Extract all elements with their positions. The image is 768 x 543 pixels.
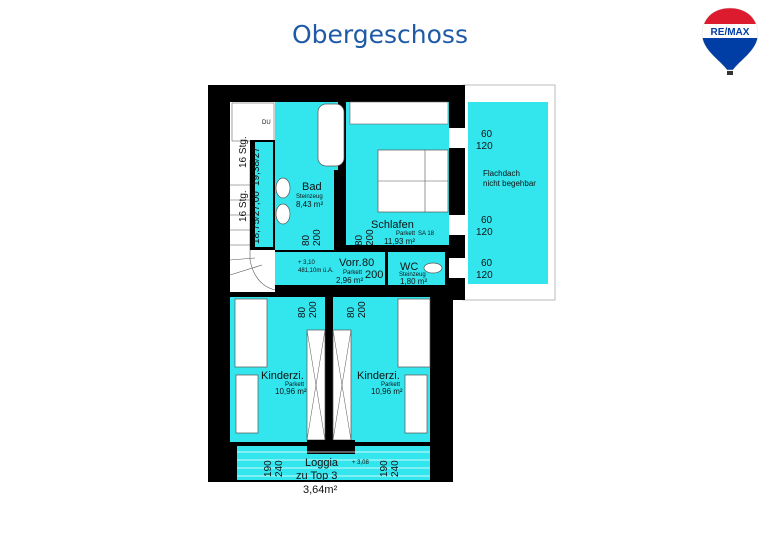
wardrobe — [349, 101, 449, 125]
svg-text:18,75/27,00: 18,75/27,00 — [251, 191, 262, 244]
svg-text:80: 80 — [362, 257, 374, 269]
desk — [235, 374, 259, 434]
svg-text:240: 240 — [390, 460, 401, 477]
svg-text:8,43 m²: 8,43 m² — [296, 200, 323, 209]
svg-text:200: 200 — [365, 229, 376, 246]
svg-text:SA 18: SA 18 — [418, 231, 435, 237]
desk — [404, 374, 428, 434]
svg-text:Steinzeug: Steinzeug — [399, 272, 426, 278]
svg-text:10,96 m²: 10,96 m² — [275, 387, 307, 396]
toilet — [423, 262, 443, 274]
bed — [397, 298, 431, 368]
svg-text:19,38/27: 19,38/27 — [251, 147, 262, 186]
svg-text:120: 120 — [476, 141, 493, 152]
svg-text:120: 120 — [476, 227, 493, 238]
svg-text:60: 60 — [481, 129, 493, 140]
svg-text:200: 200 — [312, 229, 323, 246]
remax-balloon-logo: RE/MAX — [701, 7, 759, 75]
svg-text:+ 3,08: + 3,08 — [352, 460, 370, 466]
svg-text:120: 120 — [476, 270, 493, 281]
sink — [275, 177, 291, 199]
svg-text:80: 80 — [301, 234, 312, 246]
svg-text:Parkett: Parkett — [285, 382, 304, 388]
svg-text:200: 200 — [365, 269, 383, 281]
svg-text:WC: WC — [400, 261, 418, 273]
svg-text:Kinderzi.: Kinderzi. — [261, 370, 304, 382]
room-vorraum — [275, 252, 445, 285]
svg-text:11,93 m²: 11,93 m² — [384, 237, 415, 246]
svg-text:80: 80 — [297, 306, 308, 318]
svg-text:200: 200 — [357, 301, 368, 318]
svg-text:481,10m ü.A.: 481,10m ü.A. — [298, 268, 334, 274]
svg-text:nicht begehbar: nicht begehbar — [483, 179, 536, 188]
svg-text:16 Stg.: 16 Stg. — [238, 190, 249, 222]
svg-text:190: 190 — [379, 460, 390, 477]
bed — [234, 298, 268, 368]
flat-roof — [468, 102, 548, 284]
svg-text:200: 200 — [308, 301, 319, 318]
sink — [275, 203, 291, 225]
svg-text:1,80 m²: 1,80 m² — [400, 277, 427, 286]
svg-text:16 Stg.: 16 Stg. — [238, 136, 249, 168]
svg-text:zu Top 3: zu Top 3 — [296, 470, 337, 482]
svg-text:Vorr.: Vorr. — [339, 257, 362, 269]
svg-text:190: 190 — [263, 460, 274, 477]
svg-text:60: 60 — [481, 215, 493, 226]
svg-text:Bad: Bad — [302, 181, 322, 193]
svg-text:Parkett: Parkett — [343, 270, 362, 276]
svg-text:2,96 m²: 2,96 m² — [336, 276, 363, 285]
bathtub — [317, 103, 345, 167]
svg-text:Parkett: Parkett — [396, 231, 415, 237]
svg-text:10,96 m²: 10,96 m² — [371, 387, 403, 396]
svg-text:Schlafen: Schlafen — [371, 219, 414, 231]
svg-text:Kinderzi.: Kinderzi. — [357, 370, 400, 382]
svg-text:80: 80 — [346, 306, 357, 318]
svg-text:Flachdach: Flachdach — [483, 169, 520, 178]
svg-text:Steinzeug: Steinzeug — [296, 194, 323, 200]
svg-text:3,64m²: 3,64m² — [303, 484, 338, 496]
svg-text:80: 80 — [354, 234, 365, 246]
svg-text:+ 3,10: + 3,10 — [298, 260, 316, 266]
svg-text:Loggia: Loggia — [305, 457, 339, 469]
svg-text:240: 240 — [274, 460, 285, 477]
page-title: Obergeschoss — [292, 20, 468, 49]
svg-text:RE/MAX: RE/MAX — [711, 27, 750, 38]
svg-text:Parkett: Parkett — [381, 382, 400, 388]
svg-text:DU: DU — [262, 120, 271, 126]
svg-text:60: 60 — [481, 258, 493, 269]
